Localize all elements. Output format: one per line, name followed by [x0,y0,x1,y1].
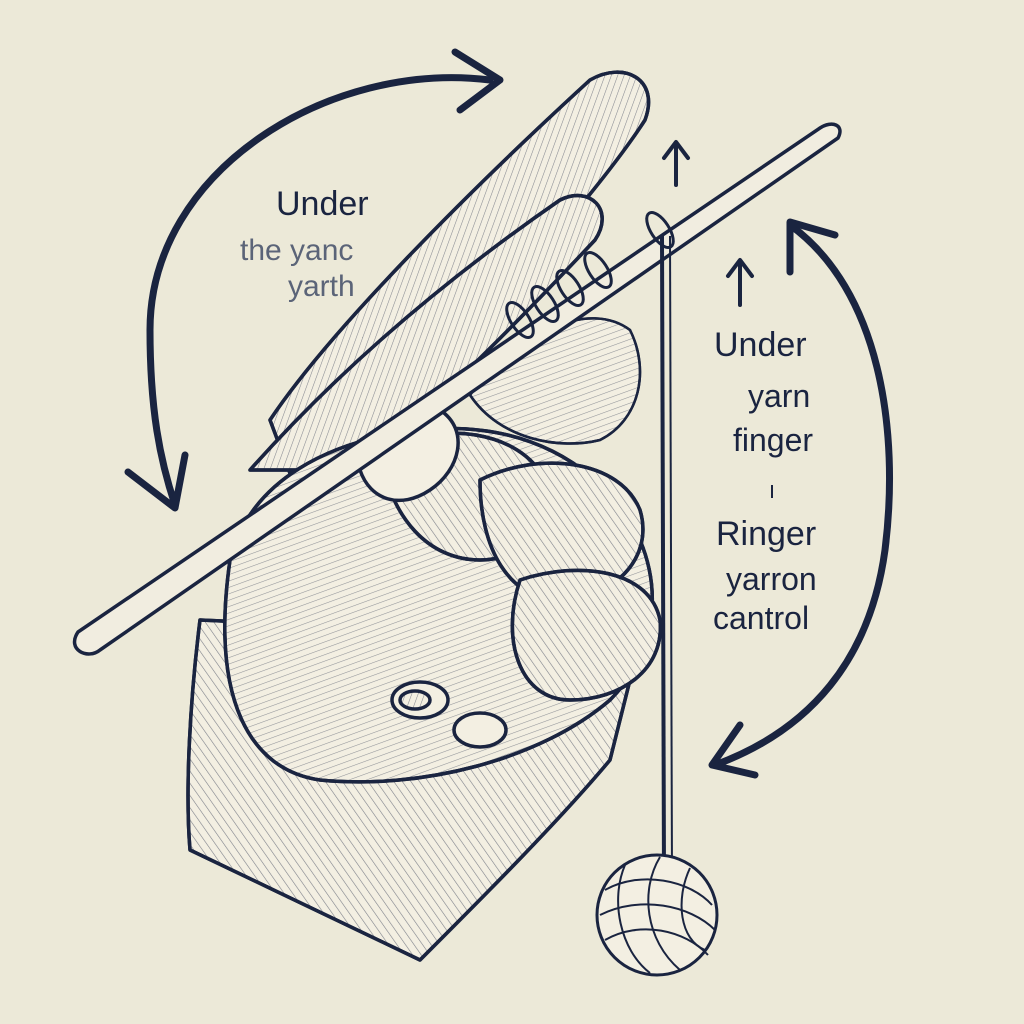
hand-illustration [186,70,663,962]
up-arrow-icon [662,140,690,187]
knitting-needle [72,122,842,656]
left-curved-arrow-icon [124,48,504,512]
right-bottom-label-line3: cantrol [713,600,810,636]
right-top-label-line2: yarn [748,378,811,414]
up-arrow-icon [726,258,754,307]
right-top-label-line3: finger [733,422,814,458]
yarn-ball-icon [595,853,719,977]
right-bottom-label-line2: yarron [726,561,817,597]
yarn-loops [505,211,675,339]
left-label-line2: the yanc [240,234,354,267]
left-label-line1: Under [276,185,369,223]
yarn-strand [660,235,673,881]
right-bottom-label-line1: Ringer [716,515,817,553]
right-top-label-line1: Under [714,326,807,364]
left-label-line3: yarth [288,270,355,303]
right-curved-arrow-icon [708,218,894,779]
